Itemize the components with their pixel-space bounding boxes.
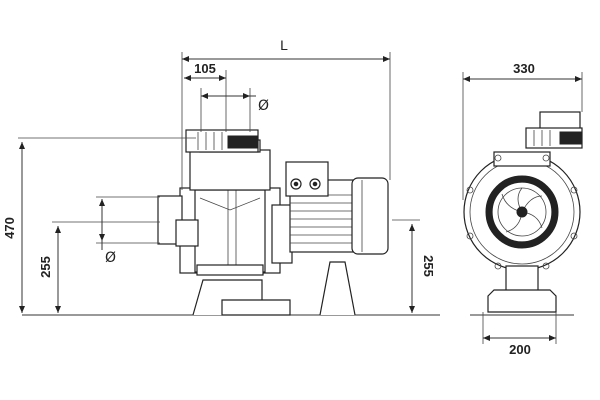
dimension-side-width: 330 [462,61,583,200]
label-suction-axis-height: 255 [38,256,53,278]
dimension-overall-length: L [181,37,391,190]
motor-flange [271,204,293,264]
label-side-width: 330 [513,61,535,76]
dimension-total-height: 470 [2,137,196,313]
label-length: L [280,37,288,53]
label-total-height: 470 [2,217,17,239]
dimension-inlet-offset: 105 [184,61,227,132]
label-motor-axis-height: 255 [421,255,436,277]
label-base-width: 200 [509,342,531,357]
inlet-union [175,219,199,247]
label-outlet-diameter: Ø [258,98,269,114]
motor-foot [319,261,356,316]
dimension-base-width: 200 [482,312,557,357]
strainer-basket [189,149,271,191]
dimension-suction-diameter: Ø [96,196,160,266]
label-suction-diameter: Ø [105,250,116,266]
impeller-hub [516,206,528,218]
pump-side-view [22,129,440,316]
pump-housing-inner [194,189,266,273]
end-base [487,289,557,313]
label-inlet-offset: 105 [194,61,216,76]
pump-bottom-flange [196,264,264,276]
dimension-suction-axis-height: 255 [38,221,160,313]
terminal-box [285,161,329,197]
lid-handle [227,135,259,149]
dimension-outlet-diameter: Ø [200,88,269,132]
pump-end-view [463,111,583,316]
end-neck [493,151,551,167]
dimension-motor-axis-height: 255 [392,219,436,313]
pump-foot-plate [221,299,291,316]
motor-end-cap [351,177,389,255]
end-lid-handle [559,131,583,145]
